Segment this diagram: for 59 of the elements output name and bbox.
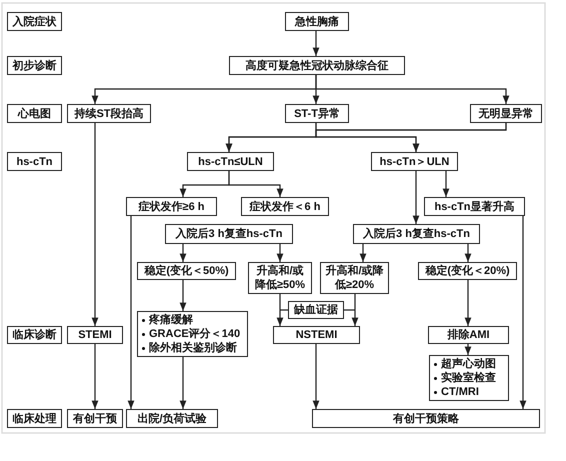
process-box: 有创干预 bbox=[67, 409, 123, 428]
row-label: 心电图 bbox=[7, 104, 62, 123]
arrow bbox=[180, 280, 186, 311]
list-text: 实验室检查 bbox=[441, 371, 496, 385]
process-box: 升高和/或降低≥50% bbox=[248, 262, 312, 294]
process-box: NSTEMI bbox=[273, 326, 360, 344]
row-label: 入院症状 bbox=[7, 12, 62, 31]
process-box: 急性胸痛 bbox=[285, 12, 349, 31]
process-box: 症状发作＜6 h bbox=[241, 197, 329, 216]
process-box: 有创干预策略 bbox=[312, 409, 540, 428]
arrow bbox=[180, 244, 186, 262]
process-box: 升高和/或降低≥20% bbox=[320, 262, 389, 294]
row-label: 临床处理 bbox=[7, 409, 62, 428]
process-box: 入院后3 h复查hs-cTn bbox=[353, 224, 480, 244]
bullet-list-box bbox=[137, 311, 248, 357]
process-box: 高度可疑急性冠状动脉综合征 bbox=[229, 56, 405, 75]
arrow bbox=[312, 344, 320, 409]
arrow bbox=[276, 294, 284, 326]
arrow bbox=[180, 357, 186, 409]
list-text: CT/MRI bbox=[441, 385, 479, 399]
row-label: hs-cTn bbox=[7, 152, 62, 171]
process-box: hs-cTn显著升高 bbox=[424, 197, 525, 216]
process-box: STEMI bbox=[67, 326, 123, 344]
arrow bbox=[315, 123, 507, 152]
process-box: 症状发作≥6 h bbox=[126, 197, 217, 216]
connector-line bbox=[344, 309, 355, 311]
arrow bbox=[442, 171, 450, 197]
process-box: 稳定(变化＜50%) bbox=[137, 262, 236, 280]
arrow bbox=[360, 244, 366, 262]
arrow bbox=[228, 171, 284, 197]
list-text: 疼痛缓解 bbox=[149, 313, 193, 327]
arrow bbox=[520, 216, 526, 409]
process-box: 排除AMI bbox=[428, 326, 509, 344]
arrow bbox=[128, 216, 134, 409]
process-box: 无明显异常 bbox=[470, 104, 542, 123]
bullet-list-box bbox=[429, 355, 509, 401]
arrow bbox=[92, 344, 98, 409]
arrow bbox=[412, 171, 420, 224]
arrow bbox=[464, 280, 472, 326]
arrow bbox=[464, 244, 472, 262]
process-box: 稳定(变化＜20%) bbox=[418, 262, 517, 280]
process-box: 缺血证据 bbox=[288, 301, 344, 319]
process-box: 入院后3 h复查hs-cTn bbox=[165, 224, 293, 244]
process-box: 持续ST段抬高 bbox=[67, 104, 151, 123]
arrow bbox=[312, 31, 320, 56]
arrow bbox=[276, 244, 284, 262]
row-label: 初步诊断 bbox=[7, 56, 62, 75]
list-text: 超声心动图 bbox=[441, 357, 496, 371]
arrow bbox=[315, 75, 510, 104]
process-box: hs-cTn≤ULN bbox=[187, 152, 274, 171]
list-text: 除外相关鉴别诊断 bbox=[149, 341, 237, 355]
process-box: ST-T异常 bbox=[285, 104, 349, 123]
process-box: 出院/负荷试验 bbox=[126, 409, 218, 428]
arrow bbox=[352, 294, 358, 326]
list-text: GRACE评分＜140 bbox=[149, 327, 240, 341]
arrow bbox=[464, 344, 472, 355]
process-box: hs-cTn＞ULN bbox=[371, 152, 458, 171]
arrow bbox=[92, 123, 98, 326]
row-label: 临床诊断 bbox=[7, 326, 62, 344]
